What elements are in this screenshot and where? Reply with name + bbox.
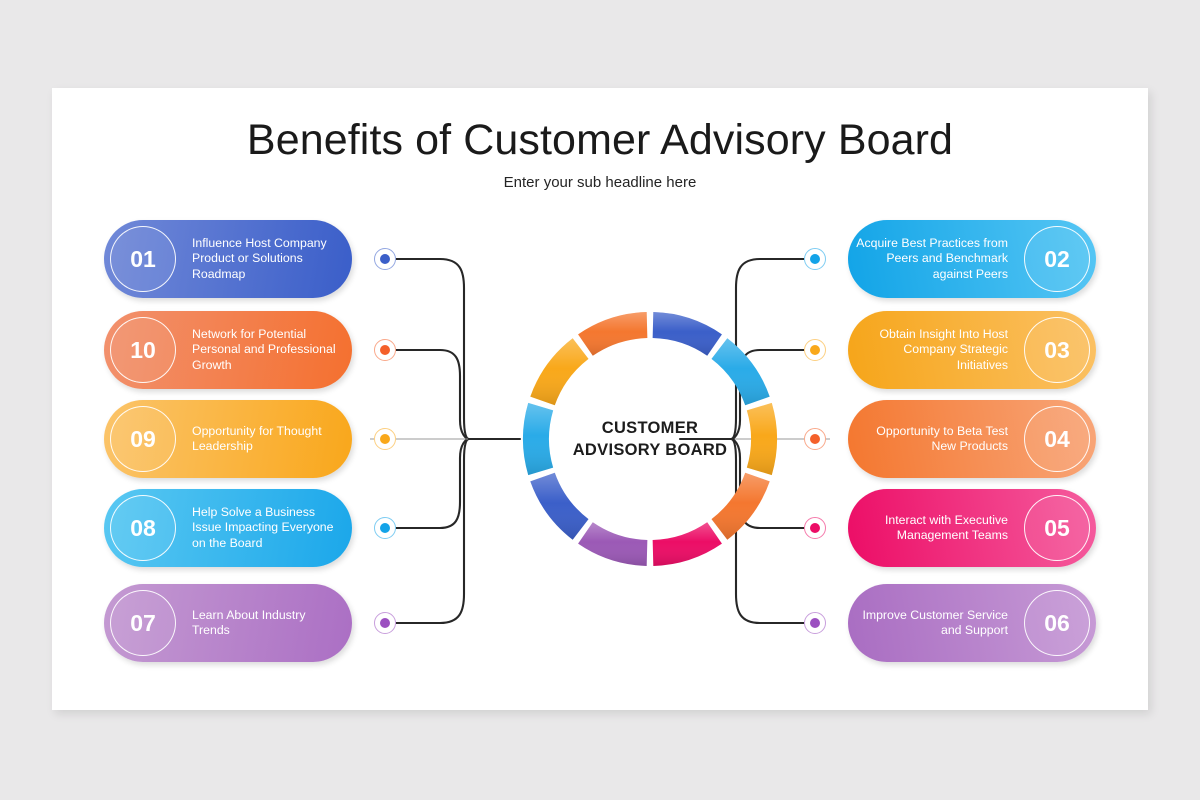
benefit-card-01[interactable]: 01 Influence Host Company Product or Solu… bbox=[104, 220, 352, 298]
card-inner: 05 Interact with Executive Management Tea… bbox=[848, 489, 1096, 567]
card-number-02: 02 bbox=[1024, 226, 1090, 292]
card-inner: 10 Network for Potential Personal and Pro… bbox=[104, 311, 352, 389]
card-inner: 01 Influence Host Company Product or Solu… bbox=[104, 220, 352, 298]
connector-dot-09[interactable] bbox=[374, 428, 396, 450]
benefit-card-09[interactable]: 09 Opportunity for Thought Leadership bbox=[104, 400, 352, 478]
benefit-card-03[interactable]: 03 Obtain Insight Into Host Company Strat… bbox=[848, 311, 1096, 389]
card-number-09: 09 bbox=[110, 406, 176, 472]
benefit-card-08[interactable]: 08 Help Solve a Business Issue Impacting … bbox=[104, 489, 352, 567]
connector-dot-06[interactable] bbox=[804, 612, 826, 634]
slide-canvas: Benefits of Customer Advisory Board Ente… bbox=[52, 88, 1148, 710]
card-text-10: Network for Potential Personal and Profe… bbox=[192, 326, 336, 372]
card-number-06: 06 bbox=[1024, 590, 1090, 656]
card-number-01: 01 bbox=[110, 226, 176, 292]
card-number-03: 03 bbox=[1024, 317, 1090, 383]
card-number-04: 04 bbox=[1024, 406, 1090, 472]
card-number-07: 07 bbox=[110, 590, 176, 656]
benefit-card-07[interactable]: 07 Learn About Industry Trends bbox=[104, 584, 352, 662]
connector-dot-02[interactable] bbox=[804, 248, 826, 270]
connector-dot-core bbox=[380, 345, 390, 355]
card-text-03: Obtain Insight Into Host Company Strateg… bbox=[879, 326, 1008, 372]
donut-segments bbox=[523, 312, 777, 566]
connector-dot-10[interactable] bbox=[374, 339, 396, 361]
card-number-05: 05 bbox=[1024, 495, 1090, 561]
connector-dot-core bbox=[380, 254, 390, 264]
connector-dot-core bbox=[810, 434, 820, 444]
card-inner: 04 Opportunity to Beta Test New Products bbox=[848, 400, 1096, 478]
donut-segment-shade bbox=[530, 472, 589, 540]
card-inner: 06 Improve Customer Service and Support bbox=[848, 584, 1096, 662]
donut-svg bbox=[523, 312, 777, 566]
card-text-07: Learn About Industry Trends bbox=[192, 607, 306, 637]
card-text-01: Influence Host Company Product or Soluti… bbox=[192, 235, 327, 281]
card-text-08: Help Solve a Business Issue Impacting Ev… bbox=[192, 504, 334, 550]
donut-segment-shade bbox=[652, 312, 722, 356]
connector-dot-core bbox=[810, 618, 820, 628]
page-title: Benefits of Customer Advisory Board bbox=[246, 116, 954, 164]
card-number-08: 08 bbox=[110, 495, 176, 561]
connector-dot-05[interactable] bbox=[804, 517, 826, 539]
connector-dot-07[interactable] bbox=[374, 612, 396, 634]
card-text-09: Opportunity for Thought Leadership bbox=[192, 423, 322, 453]
donut-segment-shade bbox=[711, 472, 770, 540]
benefit-card-06[interactable]: 06 Improve Customer Service and Support bbox=[848, 584, 1096, 662]
card-inner: 03 Obtain Insight Into Host Company Strat… bbox=[848, 311, 1096, 389]
card-text-05: Interact with Executive Management Teams bbox=[884, 512, 1008, 542]
connector-dot-core bbox=[380, 434, 390, 444]
donut-center-label: CUSTOMER ADVISORY BOARD bbox=[519, 417, 781, 461]
donut-segment-shade bbox=[578, 312, 648, 356]
donut-segment-shade bbox=[746, 402, 777, 476]
benefit-card-10[interactable]: 10 Network for Potential Personal and Pro… bbox=[104, 311, 352, 389]
card-text-04: Opportunity to Beta Test New Products bbox=[876, 423, 1008, 453]
connector-dot-core bbox=[380, 618, 390, 628]
donut-segment-shade bbox=[530, 338, 589, 406]
donut-segment-shade bbox=[523, 402, 554, 476]
donut-center-line1: CUSTOMER bbox=[601, 419, 699, 437]
card-inner: 09 Opportunity for Thought Leadership bbox=[104, 400, 352, 478]
card-text-06: Improve Customer Service and Support bbox=[862, 607, 1008, 637]
connector-dot-01[interactable] bbox=[374, 248, 396, 270]
card-number-10: 10 bbox=[110, 317, 176, 383]
donut-segment-shade bbox=[711, 338, 770, 406]
donut-segment-shade bbox=[578, 522, 648, 566]
donut-center-line2: ADVISORY BOARD bbox=[572, 441, 728, 459]
connector-dot-08[interactable] bbox=[374, 517, 396, 539]
benefit-card-04[interactable]: 04 Opportunity to Beta Test New Products bbox=[848, 400, 1096, 478]
connector-dot-core bbox=[380, 523, 390, 533]
connector-dot-core bbox=[810, 254, 820, 264]
connector-dot-core bbox=[810, 345, 820, 355]
benefit-card-05[interactable]: 05 Interact with Executive Management Tea… bbox=[848, 489, 1096, 567]
connector-dot-04[interactable] bbox=[804, 428, 826, 450]
card-text-02: Acquire Best Practices from Peers and Be… bbox=[856, 235, 1008, 281]
card-inner: 08 Help Solve a Business Issue Impacting … bbox=[104, 489, 352, 567]
connector-dot-core bbox=[810, 523, 820, 533]
card-inner: 02 Acquire Best Practices from Peers and … bbox=[848, 220, 1096, 298]
page-subtitle: Enter your sub headline here bbox=[503, 174, 697, 191]
donut-segment-shade bbox=[652, 522, 722, 566]
connector-dot-03[interactable] bbox=[804, 339, 826, 361]
card-inner: 07 Learn About Industry Trends bbox=[104, 584, 352, 662]
benefit-card-02[interactable]: 02 Acquire Best Practices from Peers and … bbox=[848, 220, 1096, 298]
donut-chart: CUSTOMER ADVISORY BOARD bbox=[519, 308, 781, 570]
